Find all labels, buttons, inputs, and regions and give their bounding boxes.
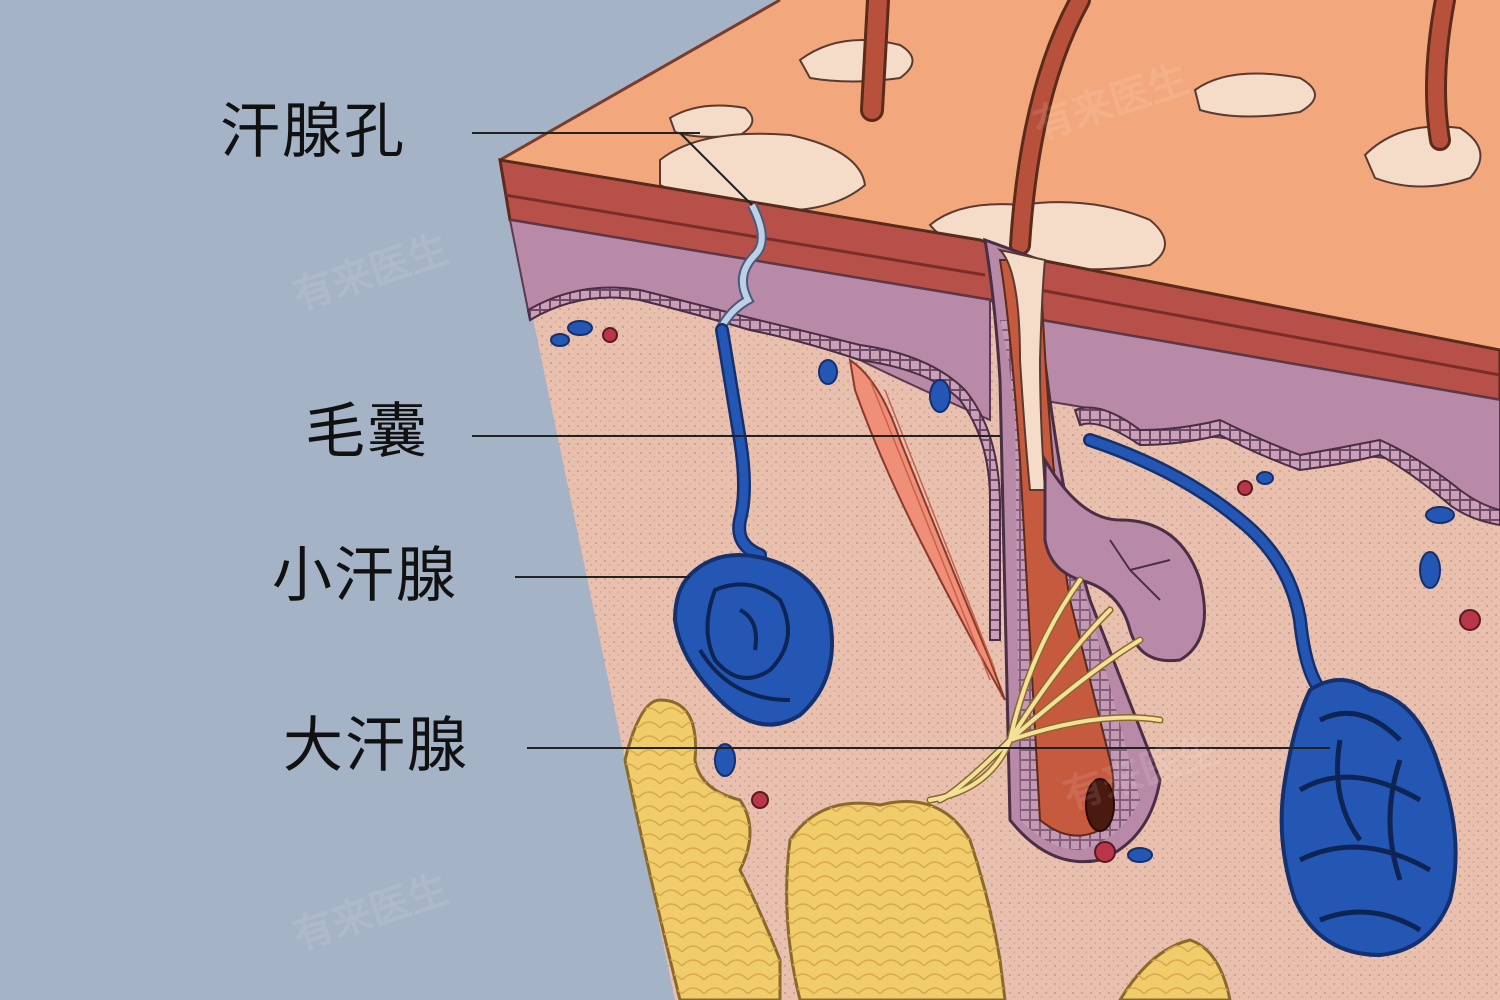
- label-eccrine-gland: 小汗腺: [272, 541, 458, 611]
- label-apocrine-gland: 大汗腺: [283, 711, 469, 781]
- leader-sweat-pore-slant: [679, 132, 753, 206]
- label-hair-follicle: 毛囊: [305, 397, 429, 467]
- label-sweat-pore: 汗腺孔: [220, 97, 406, 167]
- label-leader-lines: [472, 132, 1330, 749]
- eccrine-sweat-gland: [672, 202, 834, 727]
- blood-vessels: [550, 320, 1481, 863]
- skin-surface: [499, 0, 1500, 350]
- skin-front-face: [498, 158, 1500, 1000]
- fat-tissue: [623, 698, 1232, 1000]
- nerve-endings: [926, 576, 1164, 804]
